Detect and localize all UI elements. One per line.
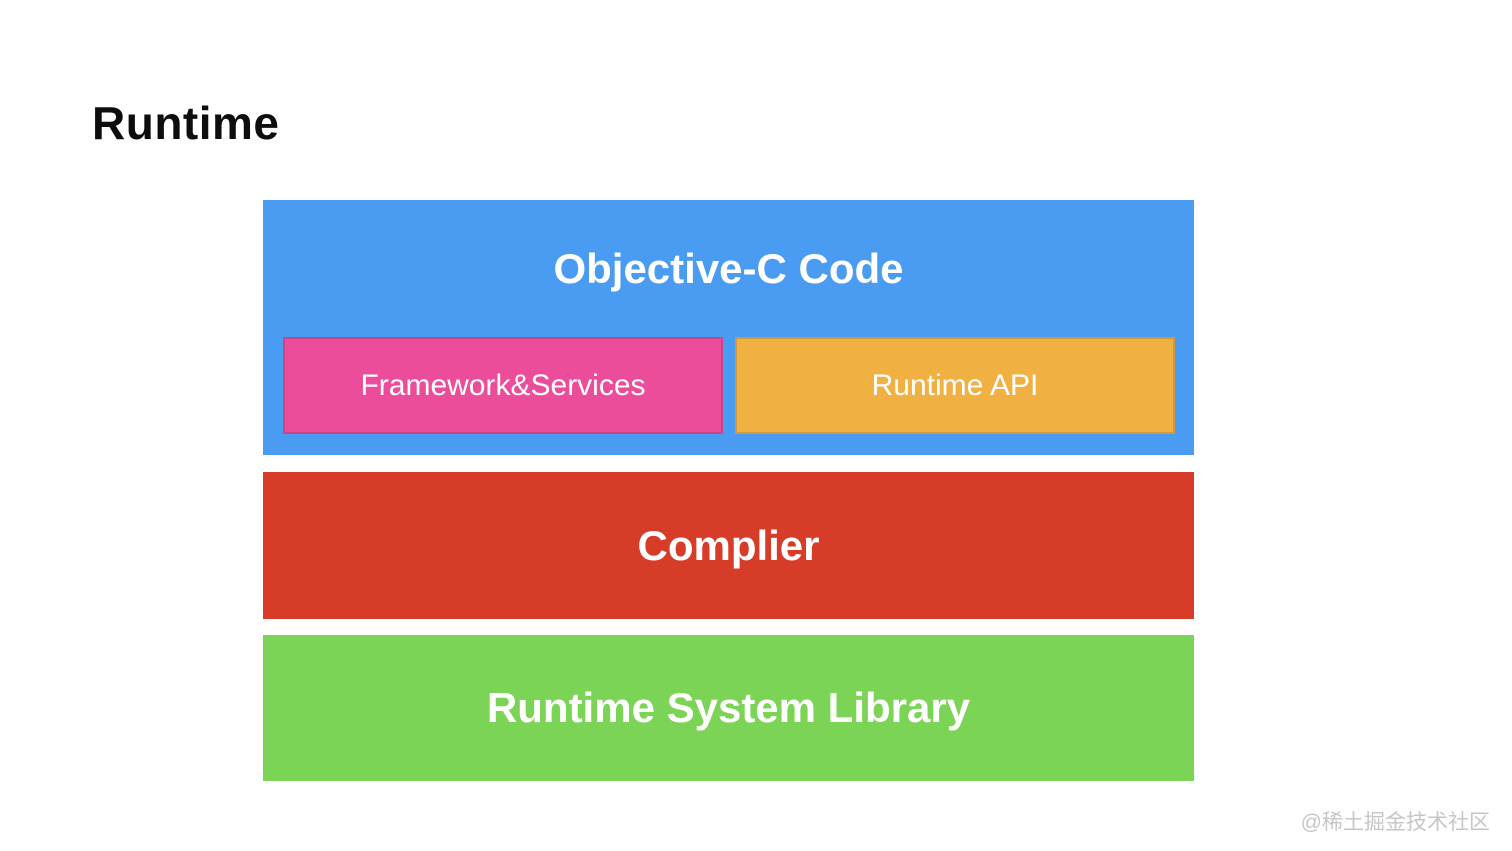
objective-c-code-label: Objective-C Code xyxy=(553,244,904,292)
runtime-api-label: Runtime API xyxy=(871,368,1039,402)
page-title: Runtime xyxy=(92,97,280,149)
runtime-system-library-block: Runtime System Library xyxy=(263,635,1194,781)
objective-c-code-label-area: Objective-C Code xyxy=(263,200,1194,337)
runtime-api-block: Runtime API xyxy=(735,337,1175,434)
runtime-stack-diagram: Objective-C Code Framework&Services Runt… xyxy=(263,200,1194,781)
objective-c-code-children: Framework&Services Runtime API xyxy=(263,337,1194,455)
objective-c-code-block: Objective-C Code Framework&Services Runt… xyxy=(263,200,1194,455)
runtime-system-library-label: Runtime System Library xyxy=(486,684,971,731)
framework-services-label: Framework&Services xyxy=(360,368,646,402)
watermark: @稀土掘金技术社区 xyxy=(1300,811,1490,834)
framework-services-block: Framework&Services xyxy=(283,337,723,434)
compiler-label: Complier xyxy=(637,521,820,569)
compiler-block: Complier xyxy=(263,472,1194,619)
